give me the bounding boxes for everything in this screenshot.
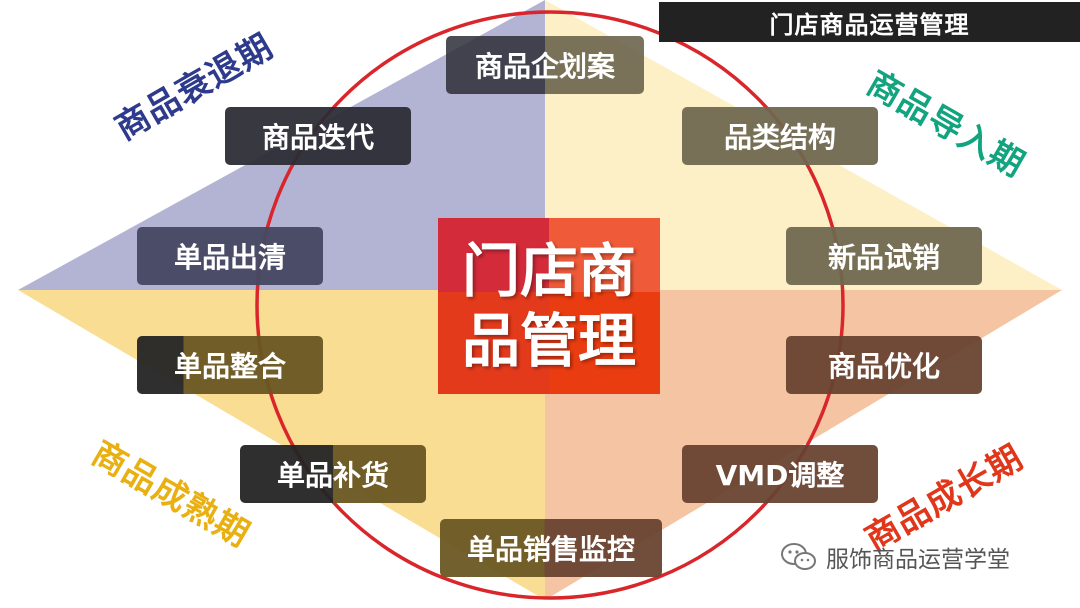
- step-box-optimize: 商品优化: [786, 336, 982, 394]
- step-box-trial: 新品试销: [786, 227, 982, 285]
- watermark-text: 服饰商品运营学堂: [826, 547, 1010, 573]
- step-box-integrate: 单品整合: [137, 336, 323, 394]
- center-title-line-1: 门店商: [461, 237, 636, 305]
- step-box-iterate: 商品迭代: [225, 107, 411, 165]
- wechat-icon: [781, 543, 816, 570]
- center-title: 门店商 品管理: [438, 218, 660, 394]
- center-block-top-right: [549, 218, 660, 292]
- center-title-line-2: 品管理: [461, 307, 636, 375]
- header-banner: 门店商品运营管理: [659, 2, 1080, 42]
- step-box-replenish: 单品补货: [240, 445, 426, 503]
- step-box-planning: 商品企划案: [446, 36, 644, 94]
- step-box-vmd: VMD调整: [682, 445, 878, 503]
- center-block-bottom-right: [549, 292, 660, 394]
- center-block-bottom-left: [438, 292, 549, 394]
- step-box-clearance: 单品出清: [137, 227, 323, 285]
- center-block-top-left: [438, 218, 549, 292]
- cycle-ring: [255, 10, 845, 600]
- step-box-monitor: 单品销售监控: [440, 519, 662, 577]
- step-box-category: 品类结构: [682, 107, 878, 165]
- watermark: 服饰商品运营学堂: [780, 540, 1010, 574]
